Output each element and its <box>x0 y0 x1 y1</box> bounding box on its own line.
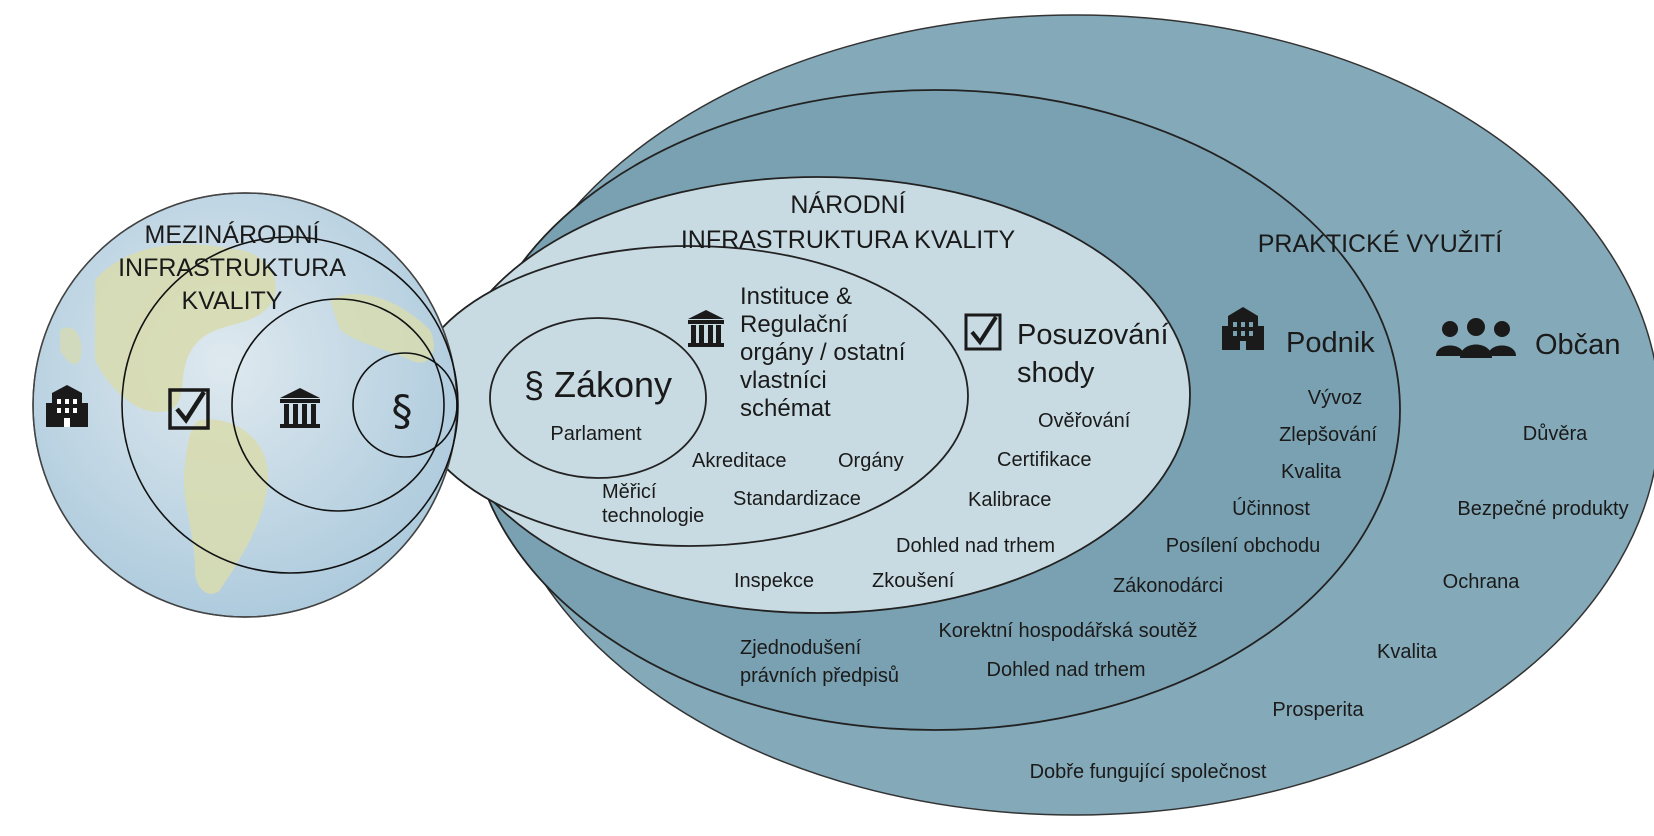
institutions-title-line-4: vlastníci <box>740 367 827 394</box>
laws-ellipse <box>489 317 707 479</box>
business-item-pravnich: právních předpisů <box>740 665 899 687</box>
business-item-zakonodarci: Zákonodárci <box>1113 575 1223 597</box>
practical-title: PRAKTICKÉ VYUŽITÍ <box>1258 229 1503 258</box>
conformity-item-dohled: Dohled nad trhem <box>896 535 1055 557</box>
citizen-item-duvera: Důvěra <box>1523 423 1588 445</box>
intl-circle-3 <box>352 352 458 458</box>
conformity-title-line-2: shody <box>1017 357 1095 389</box>
conformity-item-zkouseni: Zkoušení <box>872 570 955 592</box>
business-item-zjednoduseni: Zjednodušení <box>740 637 862 659</box>
institution-icon <box>280 388 320 428</box>
business-item-dohled: Dohled nad trhem <box>987 659 1146 681</box>
conformity-item-certifikace: Certifikace <box>997 449 1091 471</box>
national-title-line-1: NÁRODNÍ <box>790 190 905 219</box>
conformity-item-overovani: Ověřování <box>1038 410 1131 432</box>
institutions-item-standardizace: Standardizace <box>733 488 861 510</box>
business-item-ucinnost: Účinnost <box>1232 497 1310 520</box>
citizen-title: Občan <box>1535 329 1620 361</box>
intl-title-line-2: INFRASTRUKTURA <box>118 254 346 282</box>
business-title: Podnik <box>1286 327 1375 359</box>
conformity-title-line-1: Posuzování <box>1017 319 1169 351</box>
institutions-title-line-3: orgány / ostatní <box>740 339 906 366</box>
citizen-item-dobre: Dobře fungující společnost <box>1030 761 1267 783</box>
institutions-title-line-5: schémat <box>740 395 831 422</box>
building-icon <box>46 385 88 427</box>
people-icon <box>1436 318 1516 358</box>
institutions-item-technologie: technologie <box>602 505 704 527</box>
business-item-kvalita: Kvalita <box>1281 461 1342 483</box>
institutions-item-merici: Měřicí <box>602 481 657 503</box>
citizen-item-kvalita: Kvalita <box>1377 641 1438 663</box>
checkbox-icon <box>964 313 1002 351</box>
intl-title-line-3: KVALITY <box>182 287 283 315</box>
business-item-korektni: Korektní hospodářská soutěž <box>938 620 1197 642</box>
paragraph-icon: § <box>392 386 413 435</box>
laws-title: § Zákony <box>524 364 672 405</box>
building-icon <box>1222 307 1264 350</box>
institutions-title-line-1: Instituce & <box>740 283 852 310</box>
institution-icon <box>688 310 724 347</box>
checkbox-icon <box>168 388 210 430</box>
institutions-item-organy: Orgány <box>838 450 904 472</box>
intl-circle-2 <box>231 298 445 512</box>
business-item-posileni: Posílení obchodu <box>1166 535 1321 557</box>
institutions-title-line-2: Regulační <box>740 311 848 338</box>
conformity-item-inspekce: Inspekce <box>734 570 814 592</box>
citizen-item-prosperita: Prosperita <box>1272 699 1364 721</box>
institutions-item-akreditace: Akreditace <box>692 450 787 472</box>
citizen-item-ochrana: Ochrana <box>1443 571 1521 593</box>
globe <box>32 192 459 618</box>
intl-title-line-1: MEZINÁRODNÍ <box>145 220 320 249</box>
laws-item-parlament: Parlament <box>550 423 642 445</box>
citizen-item-bezpecne: Bezpečné produkty <box>1457 498 1628 520</box>
business-item-zlepsovani: Zlepšování <box>1279 424 1377 446</box>
conformity-item-kalibrace: Kalibrace <box>968 489 1051 511</box>
intl-circle-1 <box>121 236 459 574</box>
business-item-vyvoz: Vývoz <box>1308 387 1362 409</box>
national-title-line-2: INFRASTRUKTURA KVALITY <box>681 226 1016 254</box>
